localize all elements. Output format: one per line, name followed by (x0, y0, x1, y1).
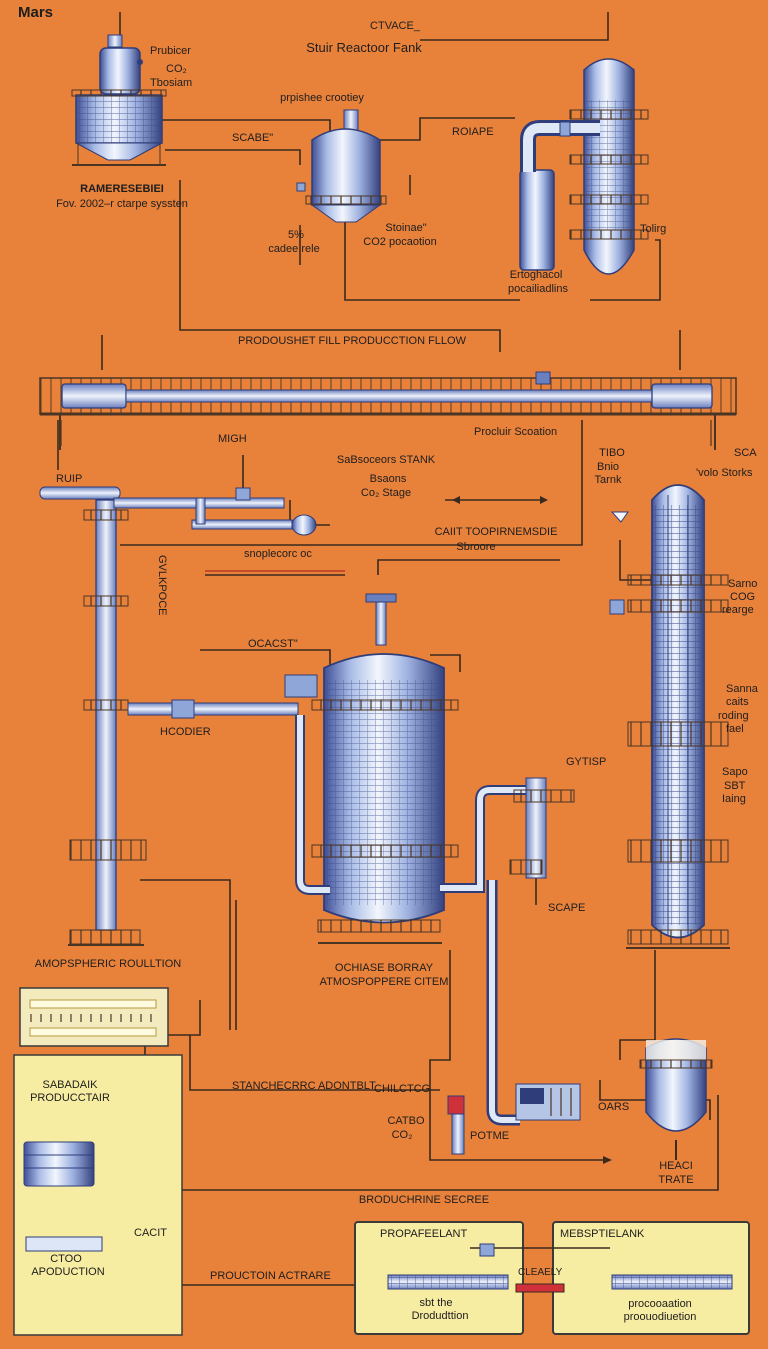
label-tbosiam: Tbosiam (150, 77, 193, 89)
control-unit (447, 1083, 581, 1155)
label-mebsfeliank: MEBSPTIELANK (560, 1228, 645, 1240)
label-propaferelant: PROPAFEELANT (380, 1228, 468, 1240)
label-pishee-crootiey: prpishee crootiey (280, 92, 364, 104)
label-sanna-4: fael (726, 723, 744, 735)
label-sbt-the-1: sbt the (419, 1297, 453, 1309)
label-scabe: SCABE" (232, 132, 274, 144)
label-prouctoin-actrare: PROUCTOIN ACTRARE (210, 1270, 331, 1282)
label-prubicer: Prubicer (150, 45, 191, 57)
label-heaci-1: HEACI (659, 1160, 693, 1172)
arrow-head (452, 496, 460, 504)
label-sabesceors-2: Bsaons (369, 473, 407, 485)
label-production-flow: PRODOUSHET FILL PRODUCCTION FLLOW (238, 335, 466, 347)
valve-assembly (191, 487, 317, 536)
label-sarno-3: rearge (722, 604, 754, 616)
label-gvlkpoce: GVLKPOCE (156, 555, 168, 616)
label-procoration-1: procooaation (628, 1298, 692, 1310)
label-sbroore: Sbroore (456, 541, 496, 553)
label-stoire-2: CO2 pocaotion (363, 236, 437, 248)
label-ertogracol-2: pocailiadlins (508, 283, 568, 295)
funnel (610, 511, 629, 523)
label-sca-2: 'volo Storks (696, 467, 753, 479)
label-reactor-tank: Stuir Reactoor Fank (306, 40, 422, 55)
label-ctoo-2: APODUCTION (31, 1266, 105, 1278)
label-ramere-2: Fov. 2002–r ctarpe syssten (56, 198, 188, 210)
label-brodchrine: BRODUCHRINE SECREE (358, 1194, 490, 1206)
label-coo: CO₂ (166, 63, 187, 75)
label-potme: POTME (470, 1130, 510, 1142)
tall-column (609, 484, 730, 949)
small-reactor-tank (296, 109, 387, 223)
label-cactt: CACIT (134, 1227, 167, 1239)
label-sbt-the-2: Drodudttion (411, 1310, 469, 1322)
label-sapo-2: SBT (724, 780, 746, 792)
label-sarno-2: COG (730, 591, 756, 603)
label-oscacst: OCACST" (248, 638, 298, 650)
label-roiape: ROIAPE (452, 126, 494, 138)
label-tbbo-2: Bnio (596, 461, 620, 473)
label-sanna-1: Sanna (726, 683, 758, 695)
label-clearly: CLEAELY (518, 1267, 563, 1278)
label-scape: SCAPE (548, 902, 586, 914)
filter-tank (71, 34, 167, 166)
label-pct-1: 5% (288, 229, 304, 241)
label-ochiase-2: ATMOSPOPPERE CITEM (319, 976, 449, 988)
cabinet-unit (13, 987, 183, 1336)
bottom-right-tank (639, 1038, 713, 1160)
label-tolirg: Tolirg (640, 223, 667, 235)
label-catbo-2: CO₂ (391, 1129, 413, 1141)
central-storage-tank (284, 593, 530, 944)
label-tbbo-1: TIBO (599, 447, 625, 459)
arrow-head (540, 496, 548, 504)
label-tbbo-3: Tarnk (594, 474, 622, 486)
label-ramere-1: RAMERESEBIEI (80, 183, 164, 195)
label-cait-tooprinenesate: CAIIT TOOPIRNEMSDIE (434, 526, 558, 538)
label-sanna-3: roding (718, 710, 749, 722)
top-right-reactor (519, 58, 649, 275)
label-sapo-3: Iaing (722, 793, 746, 805)
label-catbo-1: CATBO (387, 1115, 425, 1127)
label-gytisp: GYTISP (566, 756, 607, 768)
label-stanchcrrc: STANCHECRRC ADONTBLT (232, 1080, 376, 1092)
label-prouuir-scation: Procluir Scoation (474, 426, 558, 438)
label-sabadak-2: PRODUCCTAIR (30, 1092, 110, 1104)
label-ctoo-1: CTOO (50, 1253, 82, 1265)
label-pct-2: cadee rele (268, 243, 320, 255)
label-sabadak-1: SABADAIK (42, 1079, 98, 1091)
label-ertogracol-1: Ertoghacol (509, 269, 563, 281)
label-sabesceors-3: Co₂ Stage (360, 487, 412, 499)
label-sarno-1: Sarno (728, 578, 758, 590)
label-stoire-1: Stoinae" (385, 222, 427, 234)
label-oars: OARS (598, 1101, 630, 1113)
label-migh: MIGH (218, 433, 247, 445)
label-procoration-2: proouodiuetion (623, 1311, 697, 1323)
label-ochiase-1: OCHIASE BORRAY (334, 962, 434, 974)
label-chilctcg: CHILCTCG (374, 1083, 431, 1095)
label-hcodier: HCODIER (160, 726, 211, 738)
production-platform (39, 371, 737, 450)
label-sca-1: SCA (734, 447, 757, 459)
label-ruip: RUIP (56, 473, 83, 485)
bottom-panels (354, 1221, 750, 1335)
label-heaci-2: TRATE (658, 1174, 694, 1186)
label-amospheric: AMOPSPHERIC ROULLTION (34, 958, 182, 970)
label-sanna-2: caits (726, 696, 749, 708)
label-cryace: CTVACE_ (370, 20, 420, 32)
label-snoplecor: snoplecorc oc (244, 548, 312, 560)
label-sapo-1: Sapo (722, 766, 748, 778)
pipe-loop (486, 777, 575, 1126)
label-sabesceors-stank: SaBsoceors STANK (336, 454, 436, 466)
diagram-title: Mars (18, 4, 54, 21)
arrow-head (603, 1156, 612, 1164)
